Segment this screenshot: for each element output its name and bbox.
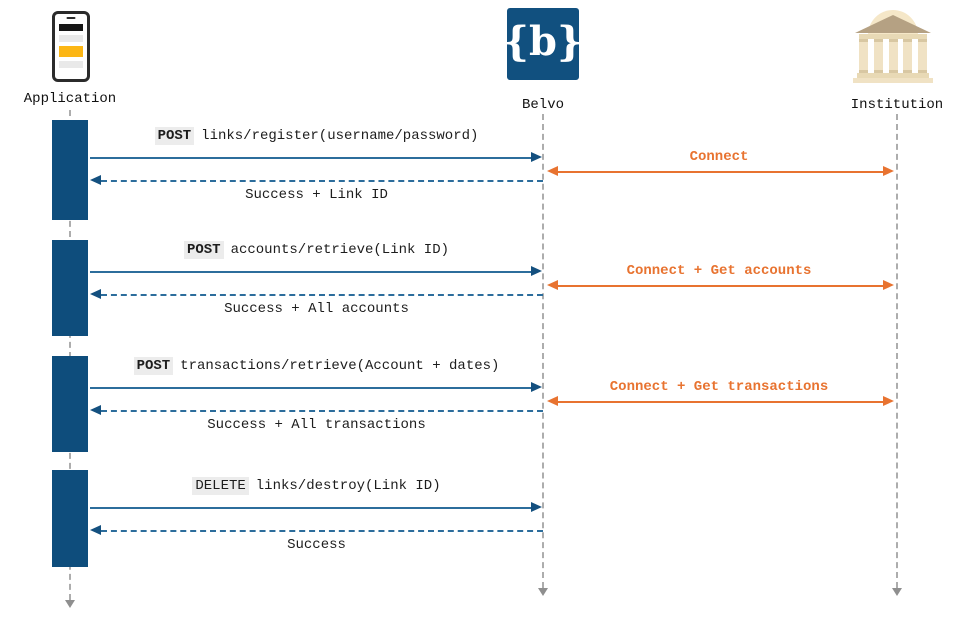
request-path: links/destroy(Link ID) (255, 478, 441, 494)
actor-label-institution: Institution (850, 97, 944, 113)
lifeline-application (69, 110, 71, 600)
response-label: Success (287, 537, 346, 553)
belvo-logo-text: {b} (503, 18, 583, 65)
activation-bar (52, 240, 88, 336)
connect-arrow (547, 166, 894, 176)
response-arrow (90, 525, 543, 535)
message-block: POST accounts/retrieve(Link ID) Connect +… (0, 241, 969, 328)
activation-bar (52, 356, 88, 452)
response-arrow (90, 289, 543, 299)
smartphone-icon (52, 11, 90, 82)
message-block: POST links/register(username/password) Co… (0, 127, 969, 214)
actor-label-belvo: Belvo (521, 97, 564, 113)
connect-arrow (547, 280, 894, 290)
request-path: accounts/retrieve(Link ID) (230, 242, 450, 258)
request-label: POST accounts/retrieve(Link ID) (90, 241, 543, 259)
http-method-badge: POST (183, 241, 224, 259)
request-path: links/register(username/password) (201, 128, 479, 144)
message-block: DELETE links/destroy(Link ID) Success (0, 477, 969, 564)
lifeline-end-arrow-icon (892, 588, 902, 596)
request-arrow (90, 382, 542, 392)
http-method-badge: POST (154, 127, 195, 145)
phone-screen-bar (59, 61, 83, 68)
bank-base (853, 78, 933, 83)
belvo-logo-icon: {b} (503, 8, 583, 80)
connect-label: Connect (689, 149, 749, 165)
bank-architrave (859, 34, 927, 39)
request-arrow (90, 266, 542, 276)
bank-columns (859, 39, 927, 73)
lifeline-end-arrow-icon (65, 600, 75, 608)
request-label: POST transactions/retrieve(Account + date… (90, 357, 543, 375)
message-block: POST transactions/retrieve(Account + date… (0, 357, 969, 444)
lifeline-belvo (542, 114, 544, 588)
request-path: transactions/retrieve(Account + dates) (180, 358, 500, 374)
response-label: Success + Link ID (245, 187, 388, 203)
bank-pediment (855, 15, 931, 33)
activation-bar (52, 120, 88, 220)
response-label: Success + All accounts (224, 301, 409, 317)
phone-speaker (66, 17, 76, 19)
activation-bar (52, 470, 88, 567)
lifeline-end-arrow-icon (538, 588, 548, 596)
request-label: DELETE links/destroy(Link ID) (90, 477, 543, 495)
request-arrow (90, 502, 542, 512)
http-method-badge: DELETE (192, 477, 249, 495)
connect-arrow (547, 396, 894, 406)
request-label: POST links/register(username/password) (90, 127, 543, 145)
bank-icon (851, 9, 935, 83)
connect-label: Connect + Get transactions (609, 379, 829, 395)
phone-screen-bar (59, 35, 83, 42)
response-arrow (90, 405, 543, 415)
phone-screen-bar (59, 24, 83, 31)
response-label: Success + All transactions (207, 417, 426, 433)
lifeline-institution (896, 114, 898, 588)
bank-base (857, 73, 929, 78)
response-arrow (90, 175, 543, 185)
phone-screen-bar (59, 46, 83, 57)
connect-label: Connect + Get accounts (626, 263, 812, 279)
http-method-badge: POST (133, 357, 174, 375)
request-arrow (90, 152, 542, 162)
actor-label-application: Application (23, 91, 117, 107)
